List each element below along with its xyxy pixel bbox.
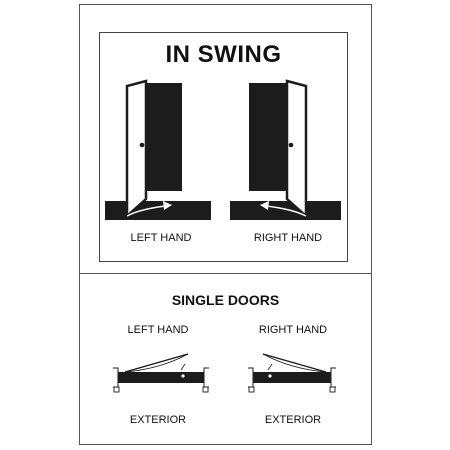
single-doors-plan-illustration bbox=[113, 353, 336, 393]
left-exterior-label: EXTERIOR bbox=[129, 414, 187, 426]
in-swing-panel: IN SWING bbox=[79, 4, 372, 274]
right-swing-arrow-icon bbox=[260, 201, 269, 210]
single-doors-panel: SINGLE DOORS LEFT HAND RIGHT HAND bbox=[79, 273, 372, 445]
left-hand-plan-diagram bbox=[113, 353, 209, 393]
left-plan-latch-icon bbox=[180, 373, 186, 379]
left-hand-door-illustration bbox=[105, 79, 211, 220]
single-doors-title: SINGLE DOORS bbox=[171, 292, 280, 308]
in-swing-right-hand-label: RIGHT HAND bbox=[253, 232, 323, 244]
left-swing-arrow-icon bbox=[163, 201, 172, 210]
in-swing-frame: IN SWING bbox=[99, 32, 348, 262]
right-exterior-label: EXTERIOR bbox=[264, 414, 322, 426]
in-swing-illustration bbox=[105, 79, 341, 220]
right-door-panel bbox=[285, 79, 308, 219]
in-swing-title: IN SWING bbox=[165, 41, 282, 68]
left-door-panel bbox=[125, 79, 148, 219]
left-plan-door-leaf bbox=[124, 353, 189, 373]
single-doors-left-hand-label: LEFT HAND bbox=[127, 324, 189, 336]
right-plan-latch-icon bbox=[267, 373, 273, 379]
right-plan-door-leaf bbox=[262, 353, 327, 373]
right-hand-door-illustration bbox=[230, 79, 341, 220]
single-doors-right-hand-label: RIGHT HAND bbox=[258, 324, 328, 336]
right-door-knob-icon bbox=[288, 142, 294, 148]
left-door-knob-icon bbox=[139, 142, 145, 148]
in-swing-left-hand-label: LEFT HAND bbox=[130, 232, 192, 244]
right-hand-plan-diagram bbox=[248, 353, 336, 393]
